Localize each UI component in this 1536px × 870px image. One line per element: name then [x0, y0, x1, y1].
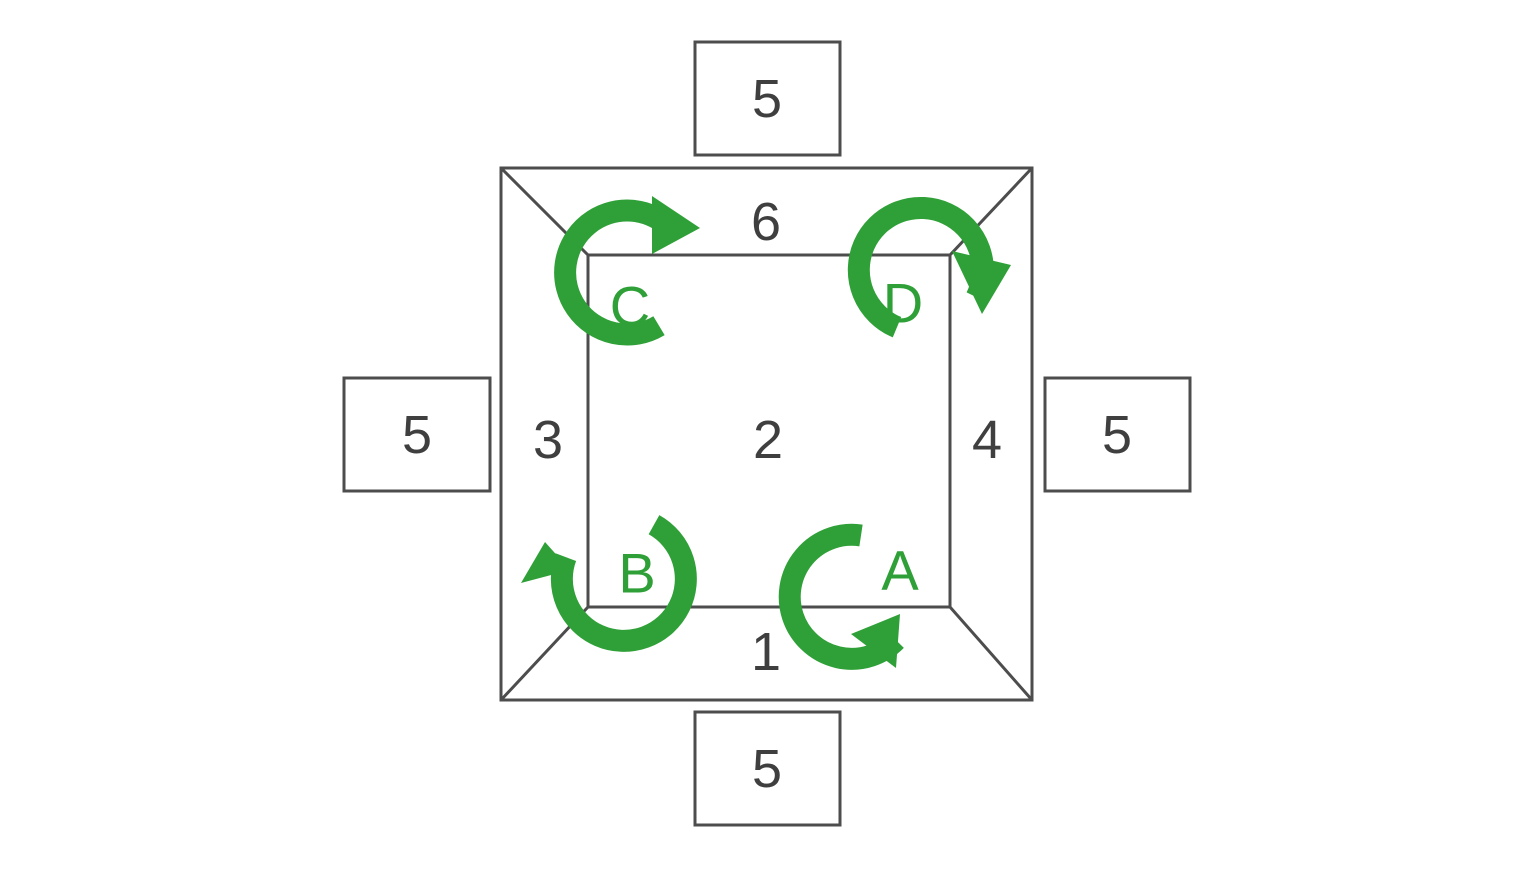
- diagonal-bottom-right: [948, 606, 1034, 701]
- outer-box-left-label: 5: [402, 405, 432, 465]
- face-label-right: 4: [972, 410, 1002, 470]
- outer-box-top: 5: [693, 40, 842, 157]
- rotation-label-b: B: [618, 542, 655, 605]
- outer-box-right-rect: [1043, 376, 1192, 493]
- outer-box-top-rect: [693, 40, 842, 157]
- rotation-arc-d-icon: [847, 197, 994, 338]
- rotation-arrow-b: B: [521, 515, 697, 652]
- outer-box-bottom-label: 5: [752, 739, 782, 799]
- outer-box-bottom: 5: [693, 710, 842, 827]
- outer-square: [499, 166, 1034, 702]
- rotation-label-c: C: [610, 275, 650, 338]
- face-label-front: 2: [753, 410, 783, 470]
- rotation-arrowhead-d-icon: [952, 251, 1011, 314]
- inner-square: [586, 253, 952, 609]
- outer-box-right: 5: [1043, 376, 1192, 493]
- face-label-left: 3: [533, 410, 563, 470]
- rotation-arrowhead-b-icon: [521, 542, 570, 583]
- rotation-label-a: A: [881, 539, 919, 602]
- rotation-arc-c-icon: [554, 199, 681, 346]
- rotation-arrow-d: D: [847, 197, 1011, 338]
- outer-box-right-label: 5: [1102, 405, 1132, 465]
- rotation-arrowhead-c-icon: [652, 196, 700, 254]
- outer-box-bottom-rect: [693, 710, 842, 827]
- outer-box-left-rect: [342, 376, 492, 493]
- rotation-arc-a-icon: [778, 523, 904, 670]
- face-label-bottom: 1: [751, 622, 781, 682]
- outer-box-top-label: 5: [752, 69, 782, 129]
- face-label-top: 6: [751, 192, 781, 252]
- rotation-arrow-a: A: [778, 523, 919, 670]
- rotation-arc-b-icon: [550, 515, 697, 652]
- rotation-arrowhead-a-icon: [851, 614, 900, 668]
- rotation-arrow-c: C: [554, 196, 700, 346]
- outer-box-left: 5: [342, 376, 492, 493]
- rotation-label-d: D: [883, 272, 923, 335]
